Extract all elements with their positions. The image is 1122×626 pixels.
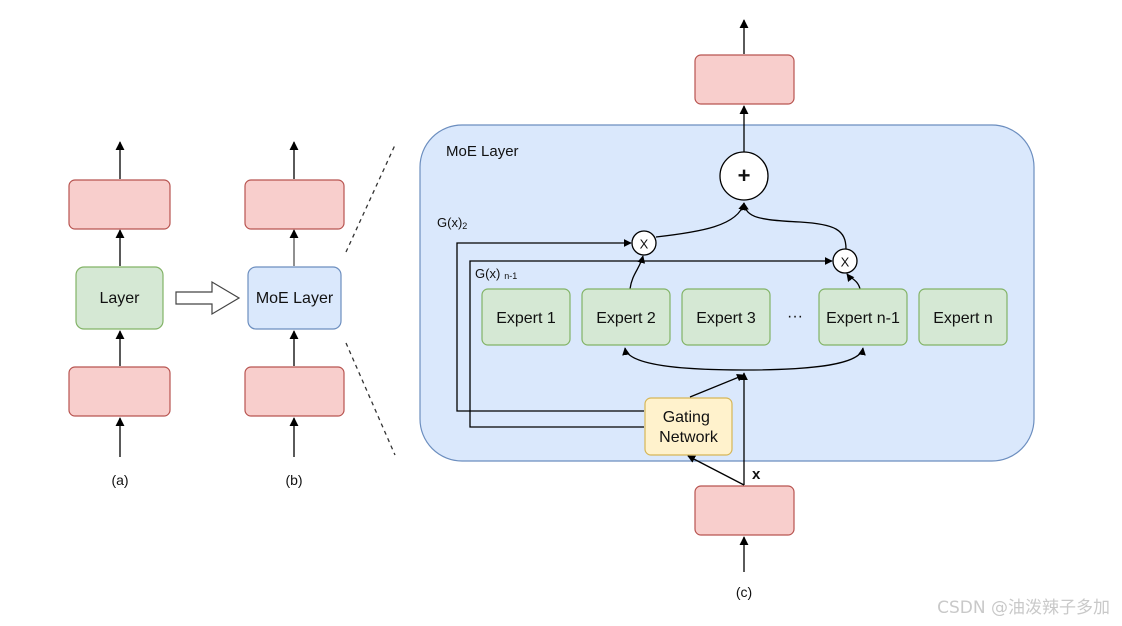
multiply-node-expert-2: [631, 230, 657, 256]
panel-b-top-box: [244, 179, 345, 230]
watermark: CSDN @油泼辣子多加: [937, 598, 1110, 618]
multiply-symbol-2: X: [841, 255, 850, 270]
multiply-node-expert-n-1: [832, 248, 858, 274]
gate-2-label: G(x)2: [437, 215, 467, 231]
panel-a-top-box: [68, 179, 171, 230]
panel-b-moe-layer-label: MoE Layer: [256, 290, 334, 307]
panel-c-caption: (c): [736, 584, 752, 600]
expert-label-2: Expert 2: [596, 310, 656, 327]
panel-b-bottom-box: [244, 366, 345, 417]
gate-n-1-label: G(x)n-1: [475, 266, 517, 281]
panel-b-caption: (b): [285, 472, 302, 488]
panel-a-caption: (a): [111, 472, 128, 488]
zoom-line-top: [345, 144, 396, 253]
panel-a-bottom-box: [68, 366, 171, 417]
panel-b: MoE Layer (b): [244, 141, 345, 488]
panel-c: MoE Layer + X X G(x)2 G(x)n-1 Expert 1: [419, 19, 1035, 600]
expert-label-3: Expert 3: [696, 310, 756, 327]
multiply-symbol-1: X: [640, 237, 649, 252]
panel-a-layer-box: [75, 266, 164, 330]
expert-ellipsis: ···: [787, 308, 803, 325]
gating-network-label: Gating Network: [659, 409, 719, 446]
panel-a-layer-label: Layer: [99, 290, 140, 307]
zoom-line-bottom: [345, 342, 396, 456]
expert-box-1: [481, 288, 571, 346]
output-box: [694, 54, 795, 105]
panel-a: Layer (a): [68, 141, 171, 488]
sum-symbol: +: [738, 163, 751, 188]
expert-label-1: Expert 1: [496, 310, 556, 327]
expert-box-2: [581, 288, 671, 346]
transform-arrow: [175, 280, 241, 316]
sum-node: [719, 151, 769, 201]
moe-layer-title: MoE Layer: [446, 143, 519, 160]
input-x-label: x: [752, 466, 761, 483]
expert-box-n: [918, 288, 1008, 346]
expert-label-n: Expert n: [933, 310, 993, 327]
gating-network-box: [644, 397, 733, 456]
expert-label-n-1: Expert n-1: [826, 310, 900, 327]
expert-box-n-1: [818, 288, 908, 346]
expert-box-3: [681, 288, 771, 346]
panel-b-moe-layer-box: [247, 266, 342, 330]
input-box: [694, 485, 795, 536]
